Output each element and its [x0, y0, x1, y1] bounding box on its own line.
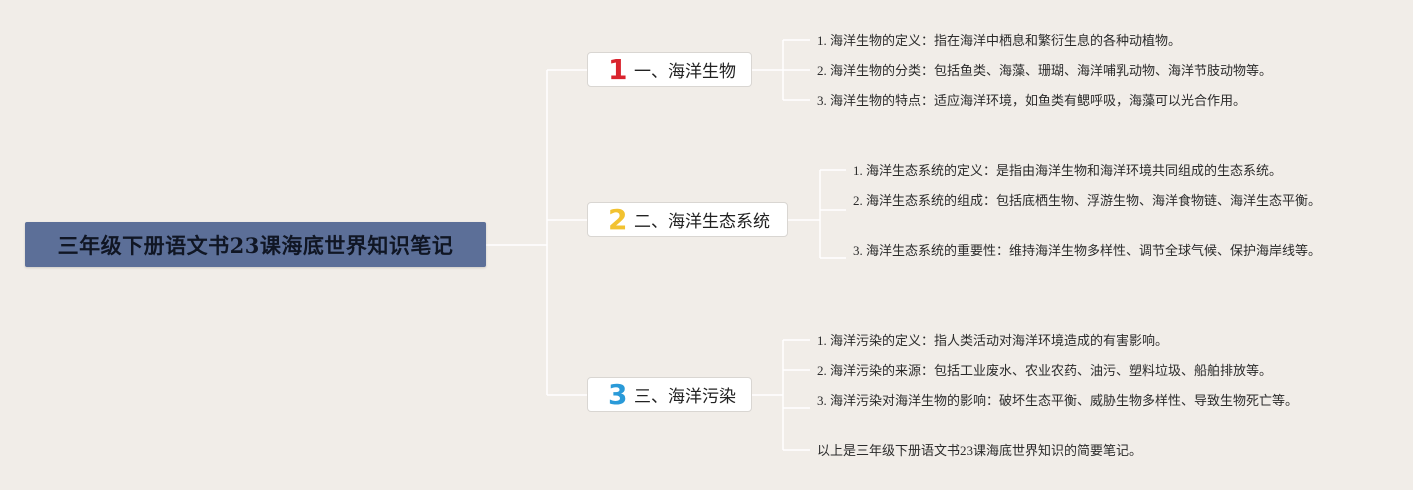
- branch-label: 一、海洋生物: [634, 62, 736, 82]
- leaf-item: 2. 海洋生物的分类：包括鱼类、海藻、珊瑚、海洋哺乳动物、海洋节肢动物等。: [817, 63, 1273, 78]
- leaf-item: 1. 海洋生物的定义：指在海洋中栖息和繁衍生息的各种动植物。: [817, 33, 1182, 48]
- number-one-icon: 1: [608, 52, 628, 86]
- branch-node-1[interactable]: 1 一、海洋生物: [587, 52, 752, 87]
- branch-label: 三、海洋污染: [634, 387, 736, 407]
- root-node[interactable]: 三年级下册语文书23课海底世界知识笔记: [25, 222, 486, 267]
- leaf-item: 1. 海洋污染的定义：指人类活动对海洋环境造成的有害影响。: [817, 333, 1169, 348]
- root-title: 三年级下册语文书23课海底世界知识笔记: [57, 232, 454, 258]
- leaf-item: 3. 海洋生物的特点：适应海洋环境，如鱼类有鳃呼吸，海藻可以光合作用。: [817, 93, 1247, 108]
- branch-label: 二、海洋生态系统: [634, 212, 770, 232]
- number-three-icon: 3: [608, 377, 628, 411]
- leaf-item: 3. 海洋污染对海洋生物的影响：破坏生态平衡、威胁生物多样性、导致生物死亡等。: [817, 393, 1299, 408]
- leaf-item: 2. 海洋生态系统的组成：包括底栖生物、浮游生物、海洋食物链、海洋生态平衡。: [853, 193, 1322, 208]
- leaf-item: 1. 海洋生态系统的定义：是指由海洋生物和海洋环境共同组成的生态系统。: [853, 163, 1283, 178]
- leaf-item: 3. 海洋生态系统的重要性：维持海洋生物多样性、调节全球气候、保护海岸线等。: [853, 243, 1322, 258]
- leaf-item: 以上是三年级下册语文书23课海底世界知识的简要笔记。: [817, 443, 1143, 458]
- branch-node-2[interactable]: 2 二、海洋生态系统: [587, 202, 788, 237]
- number-two-icon: 2: [608, 202, 628, 236]
- branch-node-3[interactable]: 3 三、海洋污染: [587, 377, 752, 412]
- leaf-item: 2. 海洋污染的来源：包括工业废水、农业农药、油污、塑料垃圾、船舶排放等。: [817, 363, 1273, 378]
